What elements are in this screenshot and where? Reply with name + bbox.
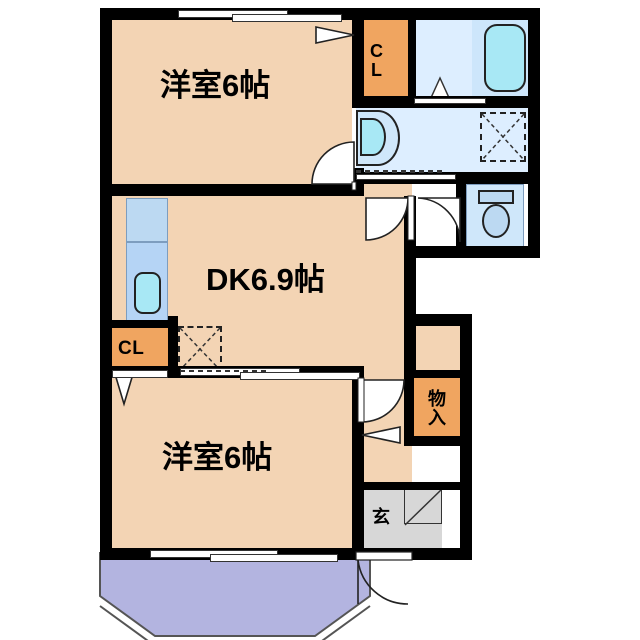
wall-closet-bath-vert <box>408 8 416 104</box>
wall-left-outer <box>100 8 112 556</box>
wall-storage-left <box>404 370 414 446</box>
bedroom-north-door[interactable] <box>290 140 357 191</box>
wall-toilet-bottom <box>456 250 532 258</box>
washroom-track-dashes <box>356 170 442 173</box>
wall-dk-right-lower <box>404 326 416 378</box>
washing-machine-space <box>480 112 526 162</box>
dk-door-hall[interactable] <box>362 195 415 244</box>
label-storage-hall-line2: 入 <box>428 408 446 429</box>
bedroom-south-door[interactable] <box>357 377 410 426</box>
wall-hall-vert-upper <box>352 8 364 108</box>
balcony-sliding-door-pane2[interactable] <box>210 554 338 562</box>
fusuma-track-dashes <box>180 370 266 372</box>
bedroom-south-door-opening <box>361 426 401 444</box>
label-genkan: 玄 <box>372 507 390 527</box>
kitchen-sink <box>134 272 161 314</box>
wall-bedroom-north-dk <box>100 184 352 196</box>
room-fill-bedroom-north <box>112 14 352 184</box>
bathroom-door-slide[interactable] <box>414 98 486 104</box>
label-dining-kitchen: DK6.9帖 <box>206 262 325 297</box>
window-north-pane2[interactable] <box>232 14 342 22</box>
wall-kitchen-partition-h <box>112 320 178 328</box>
wall-right-notch-vert <box>404 246 416 326</box>
wall-storage-bottom <box>408 436 472 446</box>
closet-dk[interactable] <box>112 326 168 372</box>
label-closet-north: C L <box>370 42 383 80</box>
wall-storage-top <box>408 370 472 378</box>
toilet-door[interactable] <box>417 196 464 246</box>
closet-dk-track <box>112 370 168 378</box>
entrance-door[interactable] <box>355 551 418 608</box>
label-closet-dk: CL <box>118 338 145 359</box>
toilet-bowl <box>482 204 510 238</box>
label-closet-north-line2: L <box>371 59 382 80</box>
room-fill-bedroom-south <box>112 378 352 550</box>
wall-toilet-left <box>456 180 466 258</box>
fusuma-dk-south-pane2[interactable] <box>240 372 360 380</box>
kitchen-counter <box>126 198 168 242</box>
washing-machine-cross-icon <box>481 113 525 161</box>
genkan-step <box>404 488 442 524</box>
label-bedroom-north: 洋室6帖 <box>160 68 271 103</box>
closet-north-folding-door-icon[interactable] <box>315 24 356 46</box>
closet-north[interactable] <box>356 14 410 102</box>
genkan-step-line <box>404 488 443 526</box>
wall-genkan-top <box>352 482 472 490</box>
wall-right-upper <box>528 8 540 258</box>
closet-dk-folding-door-icon[interactable] <box>112 373 136 408</box>
washroom-door-slide[interactable] <box>356 174 456 180</box>
toilet-tank <box>478 190 514 204</box>
label-storage-hall-line1: 物 <box>428 389 446 409</box>
bathtub <box>484 24 526 92</box>
wall-kitchen-partition <box>168 316 178 372</box>
label-closet-north-line1: C <box>370 41 383 61</box>
washbasin-bowl <box>360 118 386 156</box>
label-storage-hall: 物 入 <box>428 389 446 429</box>
label-bedroom-south: 洋室6帖 <box>162 440 273 475</box>
wall-right-notch-horiz2 <box>404 314 472 326</box>
dk-storage-cross-icon <box>179 327 221 371</box>
room-fill-hallway <box>352 184 412 196</box>
